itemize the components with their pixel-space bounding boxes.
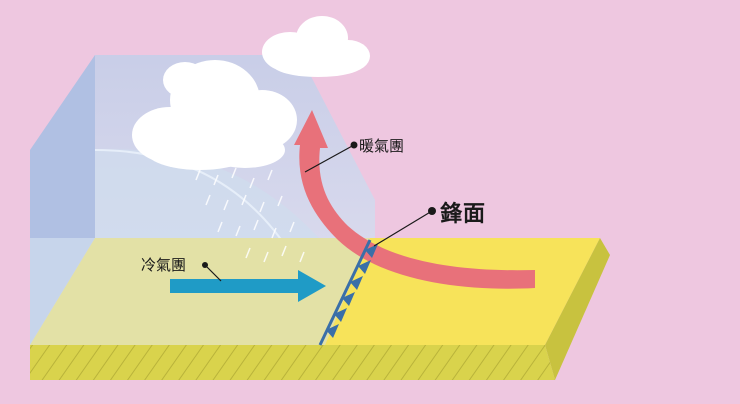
warm-air-dot bbox=[350, 141, 358, 149]
warm-air-mass-label: 暖氣團 bbox=[359, 137, 405, 155]
front-line bbox=[318, 239, 372, 346]
cold-air-dot bbox=[202, 262, 208, 268]
warm-air-leader bbox=[304, 144, 355, 173]
rain-icon bbox=[195, 167, 305, 263]
cloud-icon bbox=[132, 60, 297, 170]
front-leader bbox=[373, 210, 433, 247]
cold-arrowhead bbox=[298, 270, 326, 302]
front-triangle-icon bbox=[326, 244, 378, 338]
front-face bbox=[30, 345, 555, 380]
side-face-right bbox=[545, 238, 610, 380]
cloud-icon bbox=[262, 16, 370, 77]
cold-air-leader bbox=[204, 264, 222, 282]
front-label: 鋒面 bbox=[440, 202, 487, 227]
cold-air-mass-label: 冷氣團 bbox=[141, 256, 187, 274]
front-dot bbox=[428, 207, 436, 215]
warm-arrow-icon bbox=[294, 110, 535, 289]
